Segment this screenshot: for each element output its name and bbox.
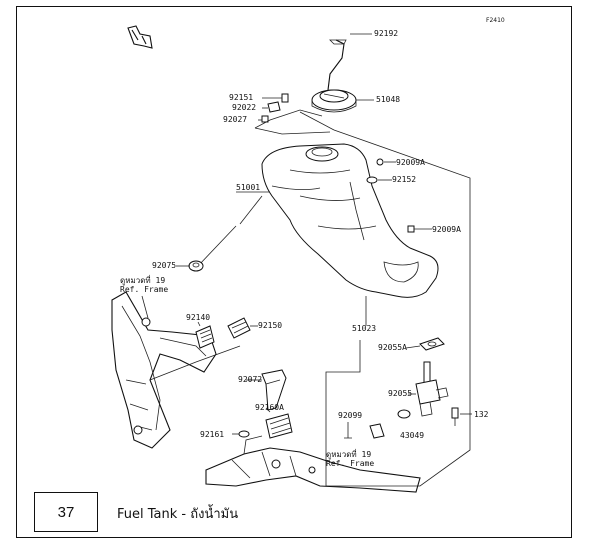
frame-section bbox=[111, 291, 241, 449]
part-label: 92027 bbox=[223, 115, 247, 124]
ref-label-line2: Ref. Frame bbox=[326, 459, 374, 468]
part-label: 92151 bbox=[229, 93, 253, 102]
bolt-parts bbox=[261, 93, 289, 123]
part-label: 92072 bbox=[238, 375, 262, 384]
part-label: 132 bbox=[474, 410, 489, 419]
ref-label-line1: ดูหมวดที่ 19 bbox=[326, 448, 371, 460]
part-label: 92099 bbox=[338, 411, 362, 420]
diagram-frame bbox=[16, 6, 572, 538]
part-label: 92055 bbox=[388, 389, 412, 398]
washer bbox=[238, 430, 250, 438]
diagram-code: F2410 bbox=[486, 17, 505, 24]
o-ring bbox=[397, 409, 411, 419]
part-label: 92055A bbox=[378, 343, 407, 352]
part-label: 92009A bbox=[432, 225, 461, 234]
damper bbox=[265, 413, 293, 439]
rubber-damper bbox=[188, 260, 204, 272]
part-label: 92160A bbox=[255, 403, 284, 412]
part-label: 92161 bbox=[200, 430, 224, 439]
part-label: 92009A bbox=[396, 158, 425, 167]
fuel-cock bbox=[415, 361, 449, 417]
collar bbox=[261, 369, 287, 411]
part-label: 51048 bbox=[376, 95, 400, 104]
part-label: 43049 bbox=[400, 431, 424, 440]
part-label: 92022 bbox=[232, 103, 256, 112]
part-label: 92152 bbox=[392, 175, 416, 184]
rubber-pads bbox=[195, 317, 251, 349]
clamp-parts bbox=[344, 422, 385, 439]
page-number-box: 37 bbox=[34, 492, 98, 532]
part-label: 92075 bbox=[152, 261, 176, 270]
front-direction-icon bbox=[127, 25, 153, 49]
page-number: 37 bbox=[57, 503, 75, 521]
part-label: 92150 bbox=[258, 321, 282, 330]
breather-hose bbox=[327, 39, 347, 91]
part-label: 92140 bbox=[186, 313, 210, 322]
fuel-tank bbox=[261, 143, 439, 298]
bolt bbox=[451, 407, 459, 426]
ref-label-line1: ดูหมวดที่ 19 bbox=[120, 274, 165, 286]
ref-label-line2: Ref. Frame bbox=[120, 285, 168, 294]
fuel-cap bbox=[311, 89, 357, 113]
part-label: 51023 bbox=[352, 324, 376, 333]
part-label: 51001 bbox=[236, 183, 260, 192]
part-label: 92192 bbox=[374, 29, 398, 38]
fuel-cock-gasket bbox=[419, 337, 445, 351]
diagram-title: Fuel Tank - ถังน้ำมัน bbox=[117, 507, 239, 522]
lower-frame bbox=[205, 435, 421, 493]
